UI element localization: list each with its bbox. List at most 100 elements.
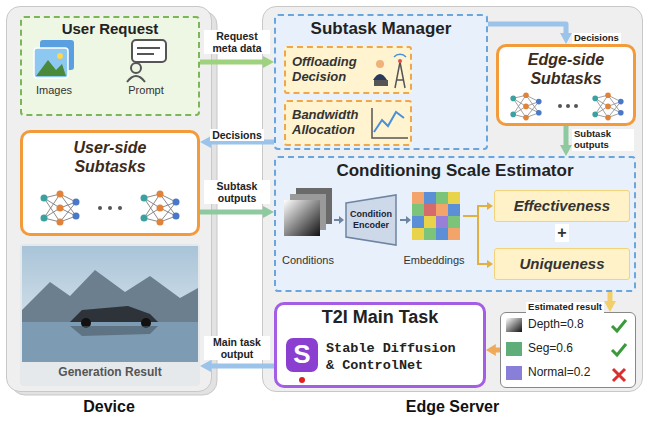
- embedding-grid-part: [424, 204, 436, 216]
- embedding-grid-part: [412, 192, 424, 204]
- node-text: Stable Diffusion & ControlNet: [326, 340, 466, 374]
- text-slot: Depth=0.8: [528, 318, 608, 332]
- edge-label-slot: Decisions: [572, 27, 634, 45]
- arrow-line: [488, 24, 566, 34]
- decision-box: Offloading Decision: [284, 46, 412, 94]
- node-text: Prompt: [116, 84, 176, 97]
- offloading-icon-part: [398, 59, 402, 63]
- images-icon-part: [36, 60, 66, 76]
- stacked-card: [11, 11, 217, 395]
- text-slot: Condition Encoder: [344, 209, 398, 231]
- metric-arrows-part: [487, 260, 493, 268]
- metric-box: Effectiveness: [494, 190, 630, 222]
- edge-label: Request meta data: [204, 30, 270, 54]
- node-title: Offloading Decision: [292, 54, 374, 84]
- sd-logo: [286, 338, 318, 383]
- check-marks-part: [612, 344, 626, 355]
- arrow-head: [263, 206, 274, 218]
- edge-label-slot: Estimated result: [500, 296, 604, 314]
- embedding-grid-part: [448, 204, 460, 216]
- edge-subtask-networks-part-part: [510, 92, 541, 120]
- metric-arrows-part: [487, 202, 493, 210]
- text-slot: User-side Subtasks: [55, 138, 165, 176]
- arrow-line: [608, 292, 613, 302]
- user-subtask-networks-part: [118, 206, 122, 210]
- images-icon-part: [57, 53, 63, 59]
- embedding-grid-part: [436, 228, 448, 240]
- prompt-icon-part: [137, 48, 160, 54]
- node-title: User Request: [20, 20, 200, 37]
- offloading-icon: [373, 54, 406, 88]
- offloading-icon-part: [374, 80, 388, 86]
- arrow-head: [604, 301, 616, 312]
- encoder-shape: Condition Encoder: [344, 194, 398, 246]
- arrow-head: [560, 33, 572, 44]
- text-slot: Effectiveness: [494, 197, 630, 214]
- text-slot: Images: [24, 84, 84, 97]
- result-thumbnails: [506, 318, 522, 380]
- metric-box: Uniqueness: [494, 248, 630, 280]
- encoder-arrows-part: [339, 216, 344, 224]
- edge-subtask-networks-part: [510, 92, 541, 120]
- offloading-icon-part: [376, 60, 384, 68]
- plus-sign: +: [555, 224, 568, 242]
- result-thumbnails-part: [506, 366, 522, 380]
- sd-logo-part: [299, 377, 305, 383]
- main-task-box: T2I Main TaskS Stable Diffusion & Control…: [274, 302, 486, 388]
- text-slot: T2I Main Task: [274, 307, 486, 328]
- user-subtask-networks-part: [41, 191, 80, 226]
- text-slot: S: [286, 339, 318, 369]
- images-icon-part: [34, 48, 68, 78]
- arrow-line: [200, 60, 264, 65]
- prompt-icon-part: [127, 76, 145, 82]
- generation-image: [22, 246, 198, 362]
- node-title: Condition Encoder: [344, 209, 398, 231]
- embedding-grid-part: [436, 216, 448, 228]
- arrow-line: [210, 364, 274, 369]
- arrow-head: [486, 344, 496, 356]
- text-slot: Edge Server: [262, 398, 643, 416]
- edge-label: Decisions: [572, 33, 621, 44]
- flow-arrow: [200, 56, 274, 68]
- decision-box: Bandwidth Allocation: [284, 100, 412, 146]
- check-marks-part: [613, 369, 625, 381]
- text-slot: Conditioning Scale Estimator: [274, 161, 636, 181]
- embedding-grid-part: [424, 228, 436, 240]
- prompt-icon-part: [132, 40, 166, 62]
- node-title: Effectiveness: [494, 197, 630, 214]
- arrow-line: [564, 126, 569, 146]
- label-slot: +: [552, 224, 572, 242]
- encoder-arrows-part: [400, 219, 406, 221]
- generation-image-part: [22, 246, 198, 362]
- node-title: Edge-side Subtasks: [506, 50, 626, 88]
- edge-label-slot: Main task output: [204, 336, 270, 362]
- bandwidth-chart-icon-part: [374, 112, 404, 132]
- text-slot: Subtask Manager: [274, 19, 488, 39]
- flow-arrow: [488, 24, 572, 44]
- encoder-arrows: [334, 216, 411, 224]
- node-text: Images: [24, 84, 84, 97]
- prompt-icon: [127, 40, 166, 82]
- sd-logo-part: [286, 338, 318, 372]
- node-text: Seg=0.6: [528, 342, 608, 356]
- embedding-grid-part: [424, 192, 436, 204]
- user-subtask-networks: [41, 191, 180, 226]
- edge-subtask-networks-part: [566, 104, 570, 108]
- text-slot: Embeddings: [399, 254, 469, 267]
- user-subtask-networks-part: [141, 191, 180, 226]
- embedding-grid-part: [448, 228, 460, 240]
- embedding-grid-part: [448, 216, 460, 228]
- edge-label: Subtask outputs: [572, 129, 634, 151]
- text-slot: Offloading Decision: [292, 54, 374, 84]
- embedding-grid-part: [448, 192, 460, 204]
- node-text: Embeddings: [399, 254, 469, 267]
- result-thumbnails-part: [506, 342, 522, 356]
- embedding-grid-part: [412, 216, 424, 228]
- metric-arrows-part: [463, 206, 487, 264]
- edge-subtask-networks-part: [558, 104, 562, 108]
- node-title: Device: [6, 398, 212, 416]
- edge-label: Decisions: [210, 129, 264, 141]
- edge-label: Main task output: [204, 336, 270, 360]
- condition-maps-part: [284, 200, 320, 236]
- subtask-box: Edge-side Subtasks: [496, 44, 636, 126]
